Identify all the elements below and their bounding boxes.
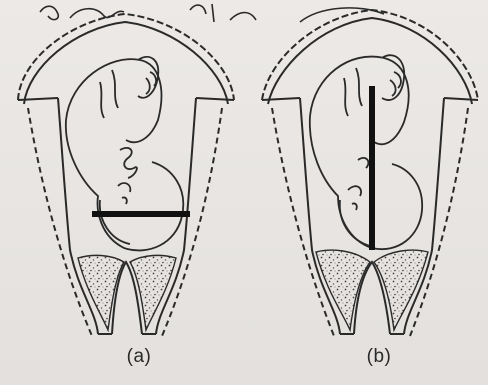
panel-b-label: (b) (349, 346, 409, 368)
top-scribbles (40, 4, 384, 22)
panel-a-tissue (78, 255, 176, 330)
panel-a-label: (a) (109, 346, 169, 368)
panel-a-diagram (18, 14, 234, 336)
fetus-vertical-bar-icon (310, 55, 422, 249)
fetus-transverse-bar-icon (66, 57, 183, 251)
